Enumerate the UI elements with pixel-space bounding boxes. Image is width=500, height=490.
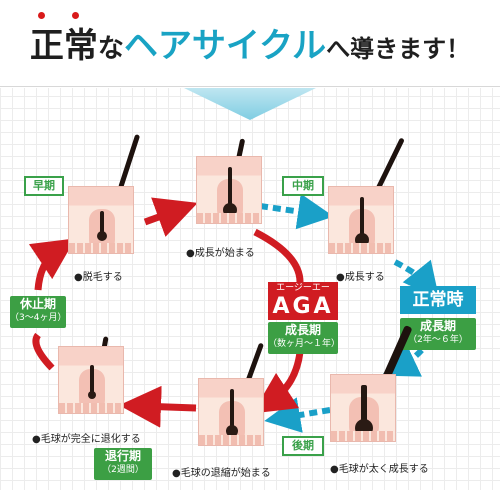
page-title: 正常なヘアサイクルへ導きます！: [0, 18, 500, 67]
caption-start: ●成長が始まる: [186, 248, 255, 259]
caption-late: ●毛球が太く成長する: [330, 464, 429, 475]
header-band: [0, 0, 500, 88]
title-tail: へ導きます！: [326, 35, 471, 63]
caption-regress: ●毛球が完全に退化する: [32, 434, 141, 445]
hair-diagram-start: [196, 156, 262, 224]
regression-sub: （2週間）: [102, 465, 144, 475]
title-hair-cycle: ヘアサイクル: [123, 26, 327, 66]
aga-growth-label: 成長期: [284, 323, 321, 337]
caption-middle: ●成長する: [336, 272, 385, 283]
arrow-middle-to-normal: [393, 259, 440, 300]
badge-early: 早期: [24, 176, 64, 196]
hair-diagram-regress: [58, 346, 124, 414]
badge-middle: 中期: [282, 176, 324, 196]
title-normal-word: 正常: [29, 26, 98, 66]
rest-period-label: 休止期: [19, 297, 56, 311]
header-divider: [0, 86, 500, 87]
hair-diagram-middle: [328, 186, 394, 254]
arrow-early-to-start: [143, 197, 198, 237]
regression-label: 退行期: [104, 449, 141, 463]
emphasis-dot-2: [72, 12, 79, 19]
caption-shrink: ●毛球の退縮が始まる: [172, 468, 271, 479]
aga-label: AGA: [268, 294, 338, 320]
arrow-regress-to-rest: [32, 332, 55, 371]
normal-label: 正常時: [400, 286, 476, 314]
arrow-start-to-aga: [253, 228, 304, 283]
title-particle: な: [97, 34, 124, 64]
arrow-late-to-shrink: [264, 397, 331, 433]
caption-early: ●脱毛する: [74, 272, 123, 283]
arrow-shrink-to-regress: [119, 385, 197, 428]
aga-growth-badge: 成長期 （数ヶ月～１年）: [268, 322, 341, 354]
arrow-rest-to-early: [28, 238, 76, 291]
normal-growth-sub: （2年～６年）: [408, 335, 468, 345]
badge-late: 後期: [282, 436, 324, 456]
rest-period-badge: 休止期 （3～4ヶ月）: [10, 296, 66, 328]
rest-period-sub: （3～4ヶ月）: [10, 313, 67, 323]
aga-growth-sub: （数ヶ月～１年）: [268, 339, 341, 349]
normal-growth-badge: 成長期 （2年～６年）: [400, 318, 476, 350]
emphasis-dot-1: [38, 12, 45, 19]
hair-diagram-early: [68, 186, 134, 254]
normal-growth-label: 成長期: [419, 319, 456, 333]
arrow-aga-to-shrink: [252, 351, 304, 414]
arrow-start-to-middle: [259, 193, 334, 230]
aga-reading: エージーエー: [268, 282, 338, 294]
regression-badge: 退行期 （2週間）: [94, 448, 152, 480]
hair-diagram-late: [330, 374, 396, 442]
hair-diagram-shrink: [198, 378, 264, 446]
